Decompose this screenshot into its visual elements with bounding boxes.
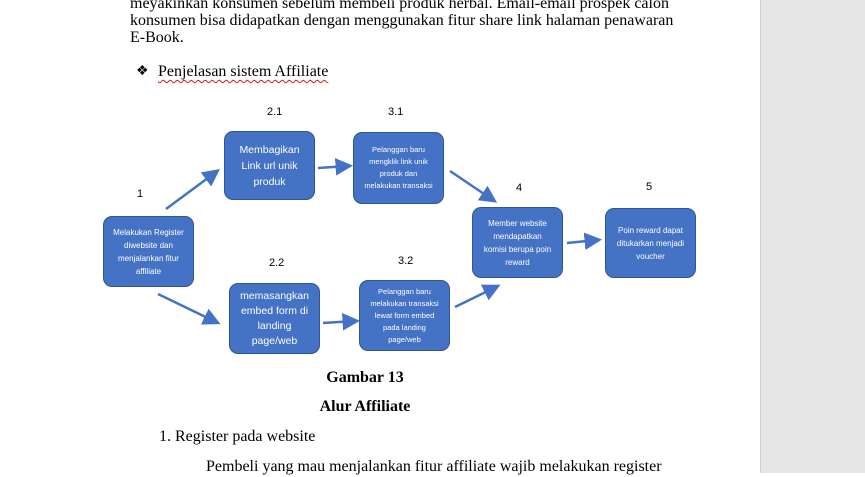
paragraph-line-1: meyakinkan konsumen sebelum membeli prod… — [130, 0, 669, 12]
flow-arrows — [157, 158, 602, 331]
step-box-3-2: Pelanggan baru melakukan transaksi lewat… — [359, 280, 450, 351]
section-heading: Penjelasan sistem Affiliate — [158, 63, 328, 81]
paragraph-line-2: konsumen bisa didapatkan dengan mengguna… — [130, 12, 674, 29]
bullet-icon: ❖ — [136, 64, 149, 79]
step-text-1: Melakukan Register diwebsite dan menjala… — [113, 227, 184, 276]
bullet-text: Penjelasan sistem Affiliate — [158, 63, 329, 80]
step-text-2-1: Membagikan Link url unik produk — [239, 143, 300, 188]
step-box-2-1: Membagikan Link url unik produk — [224, 131, 315, 200]
step-box-2-2: memasangkan embed form di landing page/w… — [229, 283, 320, 354]
document-page: meyakinkan konsumen sebelum membeli prod… — [103, 0, 696, 475]
list-item: 1. Register pada website — [159, 428, 316, 445]
paragraph-last-line: Pembeli yang mau menjalankan fitur affil… — [206, 458, 662, 475]
step-text-5: Poin reward dapat ditukarkan menjadi vou… — [616, 225, 685, 261]
paragraph-line-3: E-Book. — [130, 29, 184, 46]
arrow-2-1-to-3-1 — [317, 158, 353, 176]
step-text-3-2: Pelanggan baru melakukan transaksi lewat… — [370, 286, 439, 344]
figure-caption-subtitle: Alur Affiliate — [319, 398, 411, 415]
step-box-1: Melakukan Register diwebsite dan menjala… — [103, 216, 194, 287]
step-number-5: 5 — [646, 181, 653, 193]
arrow-1-to-2-2 — [157, 292, 221, 325]
step-box-3-1: Pelanggan baru mengklik link unik produk… — [353, 132, 444, 204]
step-number-2-2: 2.2 — [269, 257, 285, 269]
step-box-5: Poin reward dapat ditukarkan menjadi vou… — [605, 208, 696, 278]
figure-caption-title: Gambar 13 — [326, 369, 404, 386]
arrow-3-2-to-4 — [454, 284, 501, 309]
step-number-3-1: 3.1 — [388, 106, 404, 118]
step-text-2-2: memasangkan embed form di landing page/w… — [240, 289, 309, 347]
step-text-4: Member website mendapatkan komisi berupa… — [483, 218, 552, 267]
arrow-4-to-5 — [566, 232, 602, 250]
step-text-3-1: Pelanggan baru mengklik link unik produk… — [364, 145, 433, 190]
arrow-2-2-to-3-2 — [322, 313, 360, 331]
arrow-3-1-to-4 — [449, 169, 498, 203]
arrow-1-to-2-1 — [165, 169, 221, 211]
step-number-1: 1 — [137, 188, 144, 200]
step-box-4: Member website mendapatkan komisi berupa… — [472, 207, 563, 278]
step-number-2-1: 2.1 — [267, 106, 283, 118]
step-number-4: 4 — [516, 182, 523, 194]
window-background — [760, 0, 865, 473]
step-number-3-2: 3.2 — [398, 255, 414, 267]
